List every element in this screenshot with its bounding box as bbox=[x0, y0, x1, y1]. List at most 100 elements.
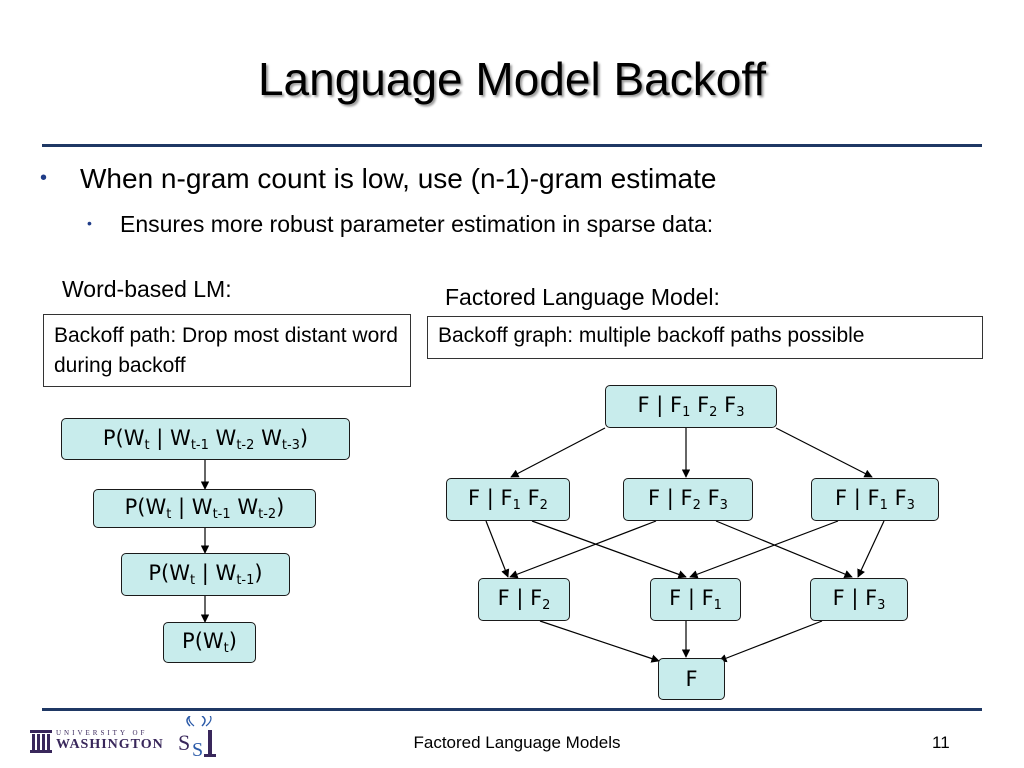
footer-divider bbox=[42, 708, 982, 711]
label-text: ) bbox=[228, 629, 237, 653]
label-text: F | F bbox=[835, 486, 880, 510]
subscript: t-2 bbox=[258, 507, 277, 522]
label-text: W bbox=[254, 425, 282, 450]
flm-node-f1f2: F | F1 F2 bbox=[446, 478, 570, 521]
university-logo: UNIVERSITY OF WASHINGTON S S bbox=[30, 716, 220, 760]
label-text: | W bbox=[149, 425, 191, 450]
arrow bbox=[857, 520, 885, 578]
subscript: t bbox=[190, 573, 196, 588]
subscript: 3 bbox=[877, 598, 886, 613]
flm-node-f1f2f3: F | F1 F2 F3 bbox=[605, 385, 777, 428]
ssli-lab-logo-icon: S S bbox=[178, 716, 216, 760]
arrow bbox=[718, 620, 823, 663]
subscript: 1 bbox=[879, 498, 888, 513]
page-number: 11 bbox=[932, 733, 950, 752]
node-label: F | F2 bbox=[498, 586, 551, 613]
subscript: 3 bbox=[906, 498, 915, 513]
uw-wordmark: UNIVERSITY OF WASHINGTON bbox=[56, 729, 164, 753]
flm-node-f2f3: F | F2 F3 bbox=[623, 478, 753, 521]
flm-node-f1f3: F | F1 F3 bbox=[811, 478, 939, 521]
label-text: F bbox=[520, 486, 540, 510]
word-lm-description-box: Backoff path: Drop most distant word dur… bbox=[43, 314, 411, 387]
subscript: t-3 bbox=[281, 437, 300, 453]
flm-node-f2: F | F2 bbox=[478, 578, 570, 621]
bullet-icon: • bbox=[87, 215, 92, 231]
subscript: 1 bbox=[713, 598, 722, 613]
label-text: ) bbox=[299, 425, 309, 450]
svg-text:S: S bbox=[192, 739, 203, 760]
label-text: P(W bbox=[182, 629, 224, 653]
node-label: F | F3 bbox=[833, 586, 886, 613]
node-label: F | F1 F2 bbox=[468, 486, 548, 513]
node-label: P(Wt) bbox=[182, 629, 237, 656]
svg-text:S: S bbox=[178, 730, 190, 755]
word-node-trigram: P(Wt | Wt-1 Wt-2 Wt-3) bbox=[61, 418, 350, 460]
arrow bbox=[775, 427, 873, 478]
word-lm-heading: Word-based LM: bbox=[62, 276, 232, 302]
subscript: 3 bbox=[736, 405, 745, 420]
flm-node-f1: F | F1 bbox=[650, 578, 741, 621]
subscript: 2 bbox=[539, 498, 548, 513]
word-node-bigram: P(Wt | Wt-1 Wt-2) bbox=[93, 489, 316, 528]
arrow bbox=[715, 520, 853, 579]
label-text: F | F bbox=[669, 586, 714, 610]
subscript: 2 bbox=[709, 405, 718, 420]
label-text: F | F bbox=[832, 586, 878, 610]
label-text: P(W bbox=[102, 425, 145, 450]
label-text: F | F bbox=[637, 393, 683, 417]
subscript: t-1 bbox=[190, 437, 209, 453]
word-node-unigram: P(Wt) bbox=[163, 622, 256, 663]
label-text: | W bbox=[171, 495, 213, 519]
label-text: F | F bbox=[468, 486, 513, 510]
label-text: F | F bbox=[648, 486, 693, 510]
node-label: F bbox=[685, 667, 697, 691]
bullet-level-1: •When n-gram count is low, use (n-1)-gra… bbox=[40, 163, 716, 195]
label-text: ) bbox=[276, 495, 285, 519]
flm-node-f: F bbox=[658, 658, 725, 700]
node-label: F | F1 F2 F3 bbox=[638, 393, 745, 420]
uw-columns-icon bbox=[30, 730, 52, 753]
uw-wordmark-small: UNIVERSITY OF bbox=[56, 729, 148, 737]
factored-lm-description-box: Backoff graph: multiple backoff paths po… bbox=[427, 316, 983, 359]
bullet-level-2: • Ensures more robust parameter estimatio… bbox=[87, 211, 713, 238]
subscript: 3 bbox=[719, 498, 728, 513]
footer-title: Factored Language Models bbox=[413, 733, 621, 752]
label-text: | W bbox=[195, 561, 237, 585]
subscript: 2 bbox=[692, 498, 701, 513]
node-label: F | F2 F3 bbox=[648, 486, 728, 513]
label-text: W bbox=[208, 425, 237, 450]
arrow bbox=[510, 427, 606, 478]
node-label: P(Wt | Wt-1 Wt-2) bbox=[125, 495, 285, 522]
label-text: ) bbox=[254, 561, 263, 585]
node-label: F | F1 F3 bbox=[835, 486, 915, 513]
bullet-icon: • bbox=[40, 167, 48, 189]
arrow bbox=[689, 520, 839, 579]
subscript: 2 bbox=[542, 598, 551, 613]
subscript: t-2 bbox=[236, 437, 255, 453]
label-text: P(W bbox=[148, 561, 191, 585]
label-text: F bbox=[717, 393, 737, 417]
uw-wordmark-big: WASHINGTON bbox=[56, 737, 164, 752]
node-label: P(Wt | Wt-1) bbox=[148, 561, 262, 588]
bullet-level-2-text: Ensures more robust parameter estimation… bbox=[120, 211, 714, 237]
word-node-unigram-context: P(Wt | Wt-1) bbox=[121, 553, 290, 596]
arrow bbox=[539, 620, 660, 663]
label-text: P(W bbox=[124, 495, 167, 519]
arrow bbox=[485, 520, 510, 578]
slide-title: Language Model Backoff bbox=[257, 53, 767, 105]
title-divider bbox=[42, 144, 982, 147]
arrow bbox=[531, 520, 687, 579]
subscript: t bbox=[166, 507, 172, 522]
subscript: t-1 bbox=[236, 573, 255, 588]
subscript: t bbox=[144, 437, 150, 453]
node-label: F | F1 bbox=[669, 586, 722, 613]
flm-node-f3: F | F3 bbox=[810, 578, 908, 621]
subscript: t-1 bbox=[212, 507, 231, 522]
factored-lm-heading: Factored Language Model: bbox=[445, 284, 720, 310]
label-text: F | F bbox=[497, 586, 543, 610]
label-text: F bbox=[887, 486, 907, 510]
label-text: F bbox=[685, 667, 698, 691]
label-text: W bbox=[230, 495, 259, 519]
subscript: t bbox=[223, 641, 229, 656]
